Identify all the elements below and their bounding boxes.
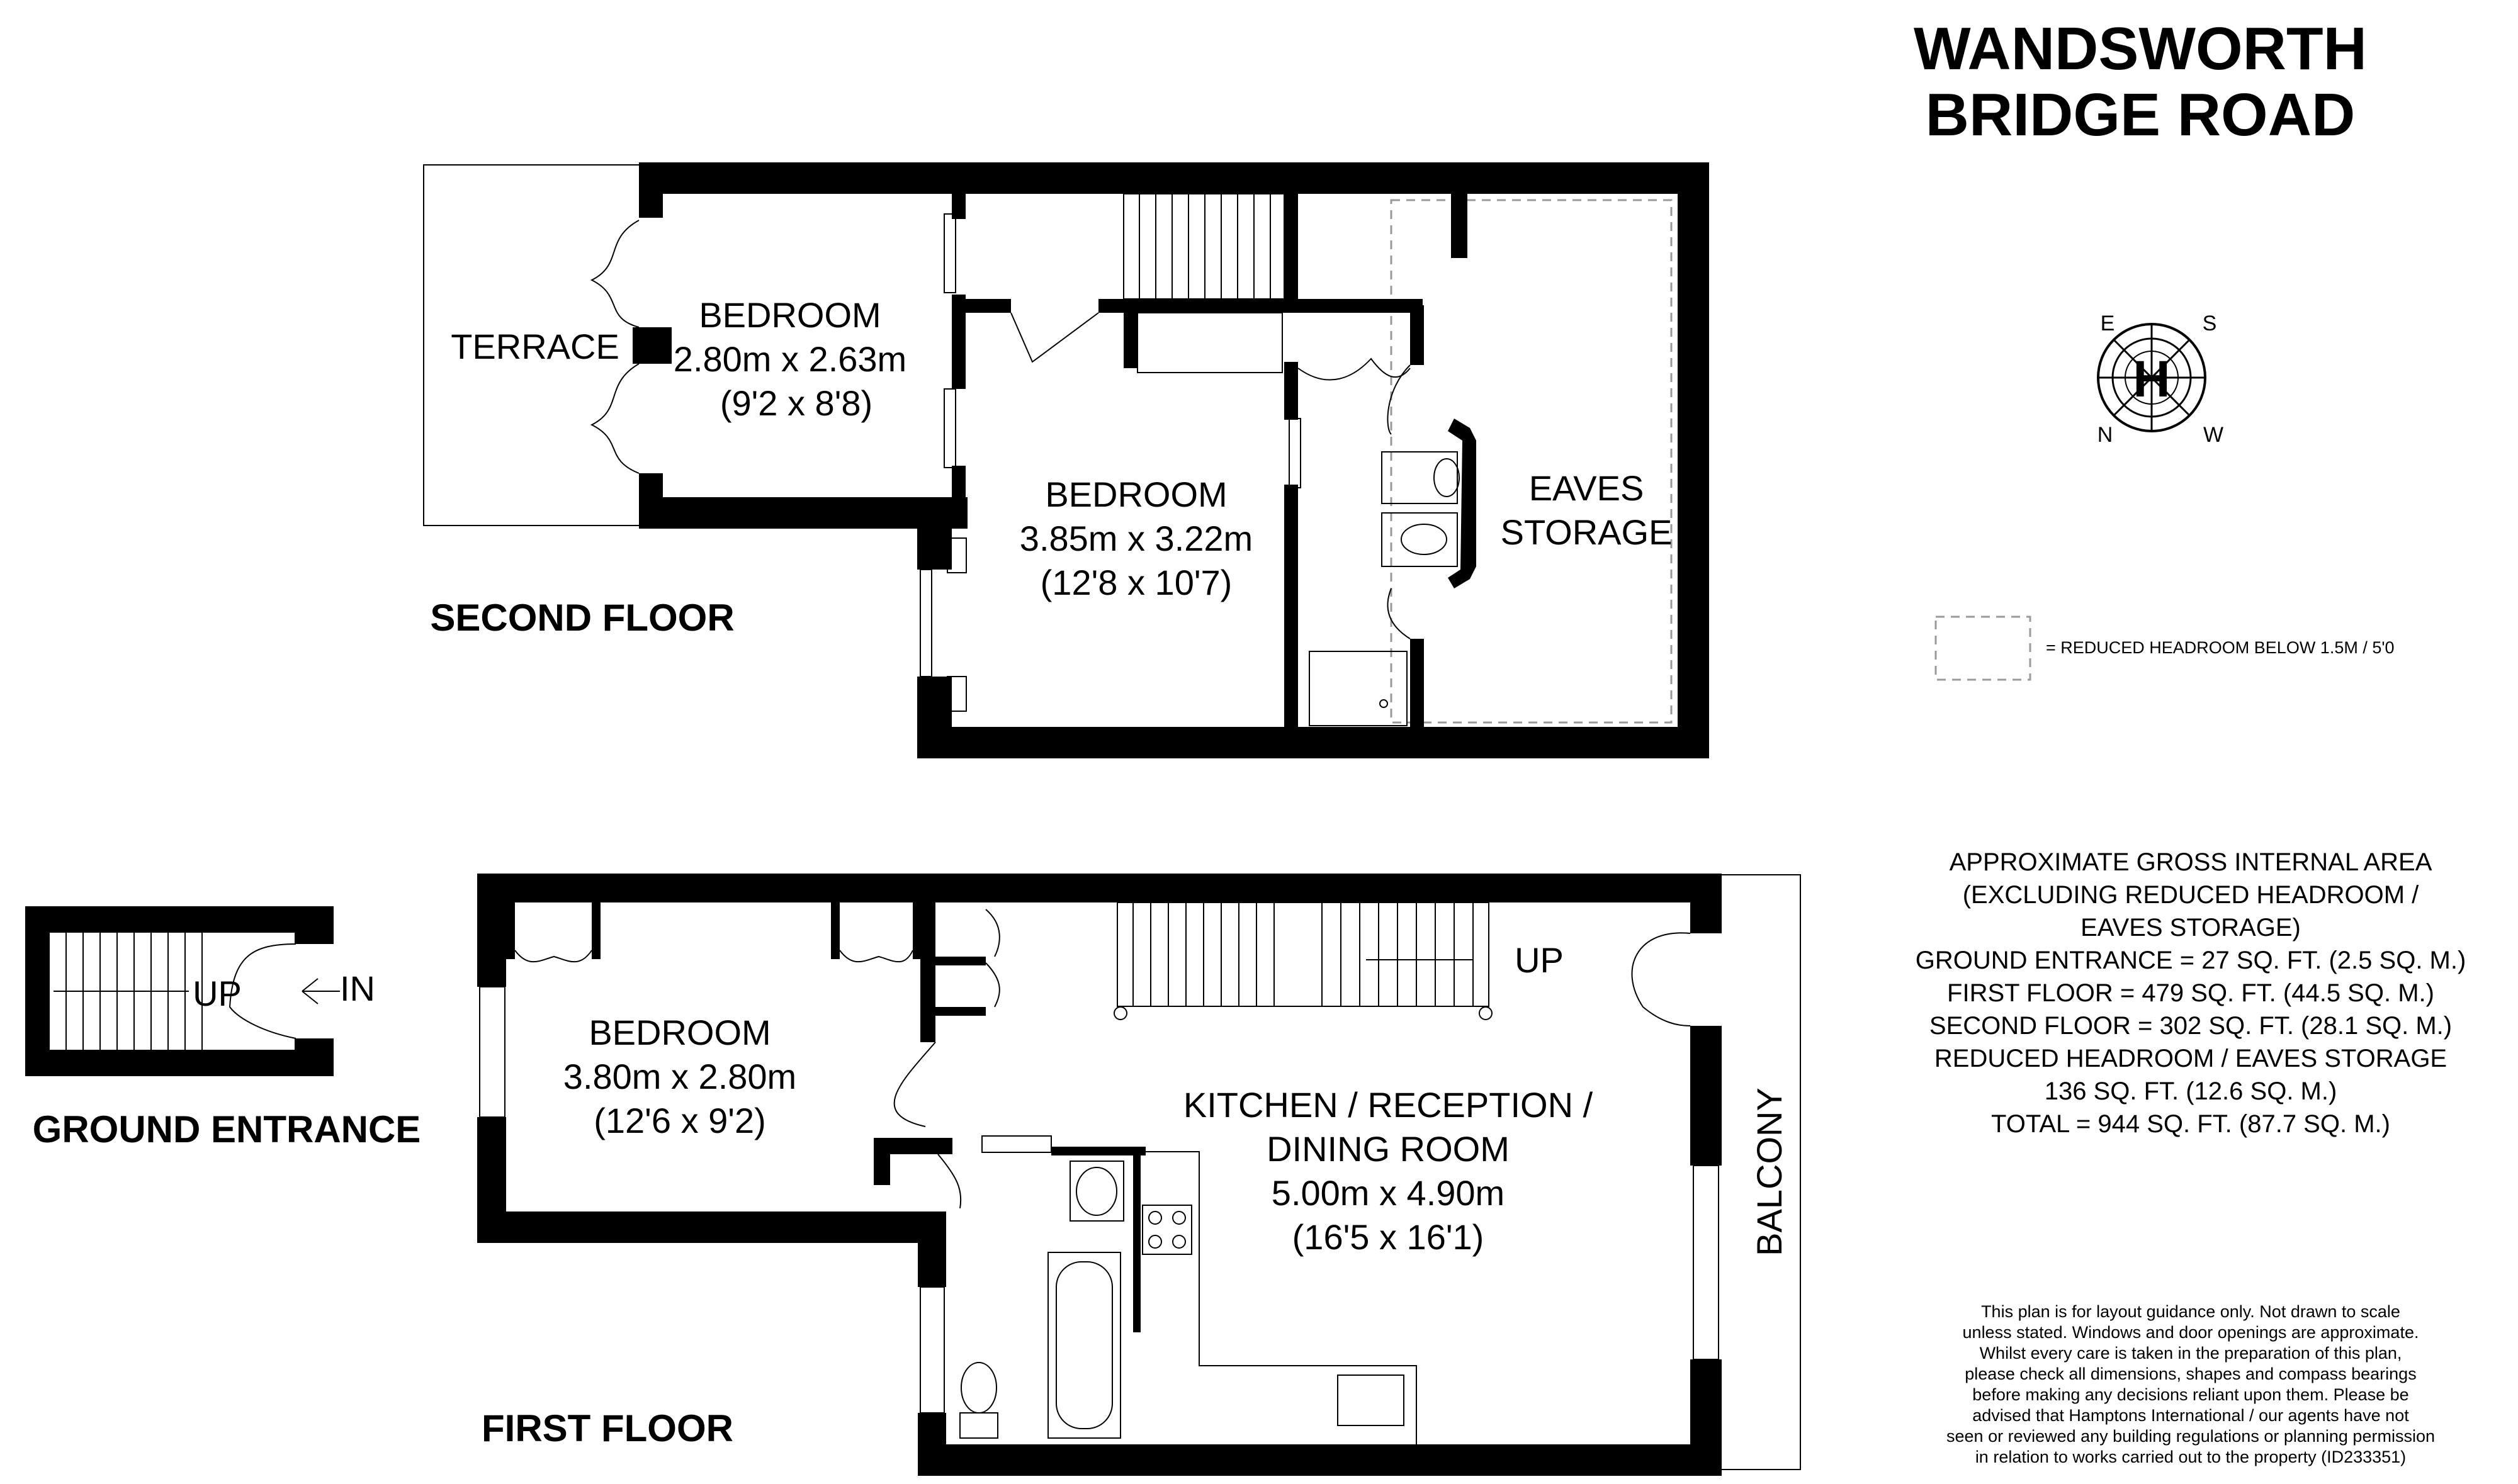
legend-text: = REDUCED HEADROOM BELOW 1.5M / 5'0 bbox=[2046, 638, 2395, 657]
title-line-1: WANDSWORTH bbox=[1914, 15, 2367, 82]
sf-bedroom1-name: BEDROOM bbox=[699, 295, 881, 335]
ff-up-label: UP bbox=[1515, 940, 1564, 980]
kitchen-metric: 5.00m x 4.90m bbox=[1272, 1173, 1505, 1213]
sf-bedroom2-imperial: (12'8 x 10'7) bbox=[1041, 563, 1233, 602]
disclaimer-line: in relation to works carried out to the … bbox=[1975, 1447, 2406, 1466]
area_summary-line: 136 SQ. FT. (12.6 SQ. M.) bbox=[2045, 1077, 2337, 1105]
sf-bedroom1-metric: 2.80m x 2.63m bbox=[674, 339, 906, 379]
area_summary-line: REDUCED HEADROOM / EAVES STORAGE bbox=[1934, 1045, 2447, 1072]
compass-e: E bbox=[2101, 312, 2115, 335]
balcony-label: BALCONY bbox=[1749, 1088, 1789, 1256]
disclaimer-line: before making any decisions reliant upon… bbox=[1972, 1385, 2408, 1404]
ff-bedroom-imperial: (12'6 x 9'2) bbox=[594, 1101, 766, 1140]
ground-entrance-heading: GROUND ENTRANCE bbox=[33, 1108, 421, 1150]
compass-s: S bbox=[2203, 312, 2217, 335]
sf-bedroom2-name: BEDROOM bbox=[1045, 475, 1227, 514]
sf-bedroom1-imperial: (9'2 x 8'8) bbox=[720, 383, 872, 423]
disclaimer-line: please check all dimensions, shapes and … bbox=[1965, 1364, 2416, 1383]
disclaimer-line: unless stated. Windows and door openings… bbox=[1963, 1323, 2419, 1342]
svg-text:H: H bbox=[2133, 351, 2170, 408]
sf-bedroom2-metric: 3.85m x 3.22m bbox=[1020, 519, 1253, 558]
area_summary-line: (EXCLUDING REDUCED HEADROOM / bbox=[1963, 881, 2419, 909]
eaves-line2: STORAGE bbox=[1501, 512, 1673, 552]
first-floor-plan bbox=[477, 874, 1801, 1476]
kitchen-imperial: (16'5 x 16'1) bbox=[1292, 1217, 1484, 1257]
area_summary-line: GROUND ENTRANCE = 27 SQ. FT. (2.5 SQ. M.… bbox=[1916, 947, 2466, 974]
title-line-2: BRIDGE ROAD bbox=[1926, 81, 2356, 149]
compass-n: N bbox=[2097, 423, 2113, 447]
disclaimer-line: advised that Hamptons International / ou… bbox=[1972, 1406, 2409, 1425]
kitchen-line1: KITCHEN / RECEPTION / bbox=[1183, 1085, 1593, 1125]
area_summary-line: APPROXIMATE GROSS INTERNAL AREA bbox=[1950, 848, 2432, 876]
second-floor-heading: SECOND FLOOR bbox=[430, 597, 734, 639]
disclaimer: This plan is for layout guidance only. N… bbox=[1946, 1302, 2435, 1466]
first-floor-heading: FIRST FLOOR bbox=[482, 1407, 733, 1449]
second-floor-plan bbox=[423, 162, 1709, 758]
area_summary-line: SECOND FLOOR = 302 SQ. FT. (28.1 SQ. M.) bbox=[1929, 1012, 2452, 1040]
compass-icon: H bbox=[2097, 323, 2206, 432]
disclaimer-line: This plan is for layout guidance only. N… bbox=[1981, 1302, 2400, 1321]
ground-up-label: UP bbox=[193, 974, 242, 1013]
ff-bedroom-metric: 3.80m x 2.80m bbox=[563, 1057, 796, 1096]
eaves-line1: EAVES bbox=[1529, 468, 1644, 508]
terrace-label: TERRACE bbox=[451, 327, 619, 366]
area_summary-line: TOTAL = 944 SQ. FT. (87.7 SQ. M.) bbox=[1991, 1110, 2390, 1138]
area_summary-line: FIRST FLOOR = 479 SQ. FT. (44.5 SQ. M.) bbox=[1947, 979, 2434, 1007]
kitchen-line2: DINING ROOM bbox=[1267, 1129, 1510, 1169]
compass-w: W bbox=[2203, 423, 2223, 447]
ground-entrance-plan bbox=[25, 906, 340, 1076]
ff-bedroom-name: BEDROOM bbox=[589, 1013, 771, 1052]
disclaimer-line: Whilst every care is taken in the prepar… bbox=[1980, 1344, 2402, 1363]
ground-in-label: IN bbox=[340, 969, 375, 1008]
area-summary: APPROXIMATE GROSS INTERNAL AREA (EXCLUDIN… bbox=[1916, 848, 2466, 1138]
reduced-headroom-swatch bbox=[1934, 616, 2031, 681]
area_summary-line: EAVES STORAGE) bbox=[2080, 914, 2301, 942]
disclaimer-line: seen or reviewed any building regulation… bbox=[1946, 1427, 2435, 1446]
